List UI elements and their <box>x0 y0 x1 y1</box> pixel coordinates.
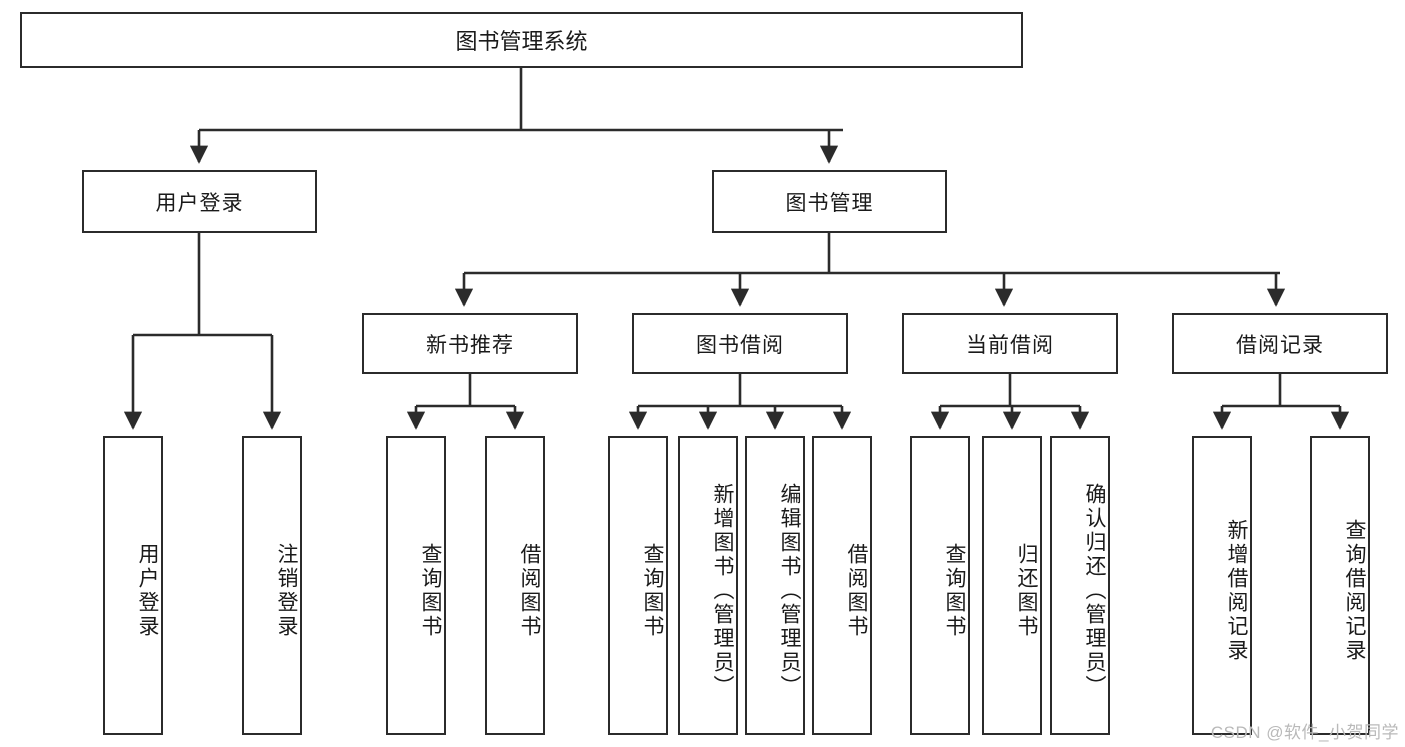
node-book-management[interactable]: 图书管理 <box>712 170 947 233</box>
node-current-borrow[interactable]: 当前借阅 <box>902 313 1118 374</box>
node-user-login[interactable]: 用户登录 <box>82 170 317 233</box>
leaf-borrow-book-recommend[interactable]: 借阅图书 <box>485 436 545 735</box>
leaf-return-book[interactable]: 归还图书 <box>982 436 1042 735</box>
leaf-query-book-borrow[interactable]: 查询图书 <box>608 436 668 735</box>
leaf-add-borrow-record[interactable]: 新增借阅记录 <box>1192 436 1252 735</box>
node-borrow-record[interactable]: 借阅记录 <box>1172 313 1388 374</box>
watermark: CSDN @软件_小贺同学 <box>1210 723 1399 742</box>
node-root[interactable]: 图书管理系统 <box>20 12 1023 68</box>
leaf-user-login[interactable]: 用户登录 <box>103 436 163 735</box>
leaf-borrow-book[interactable]: 借阅图书 <box>812 436 872 735</box>
node-book-borrow[interactable]: 图书借阅 <box>632 313 848 374</box>
node-new-book-recommend[interactable]: 新书推荐 <box>362 313 578 374</box>
leaf-logout-login[interactable]: 注销登录 <box>242 436 302 735</box>
leaf-confirm-return-admin[interactable]: 确认归还（管理员） <box>1050 436 1110 735</box>
leaf-query-book-current[interactable]: 查询图书 <box>910 436 970 735</box>
leaf-query-book-recommend[interactable]: 查询图书 <box>386 436 446 735</box>
leaf-add-book-admin[interactable]: 新增图书（管理员） <box>678 436 738 735</box>
leaf-edit-book-admin[interactable]: 编辑图书（管理员） <box>745 436 805 735</box>
leaf-query-borrow-record[interactable]: 查询借阅记录 <box>1310 436 1370 735</box>
